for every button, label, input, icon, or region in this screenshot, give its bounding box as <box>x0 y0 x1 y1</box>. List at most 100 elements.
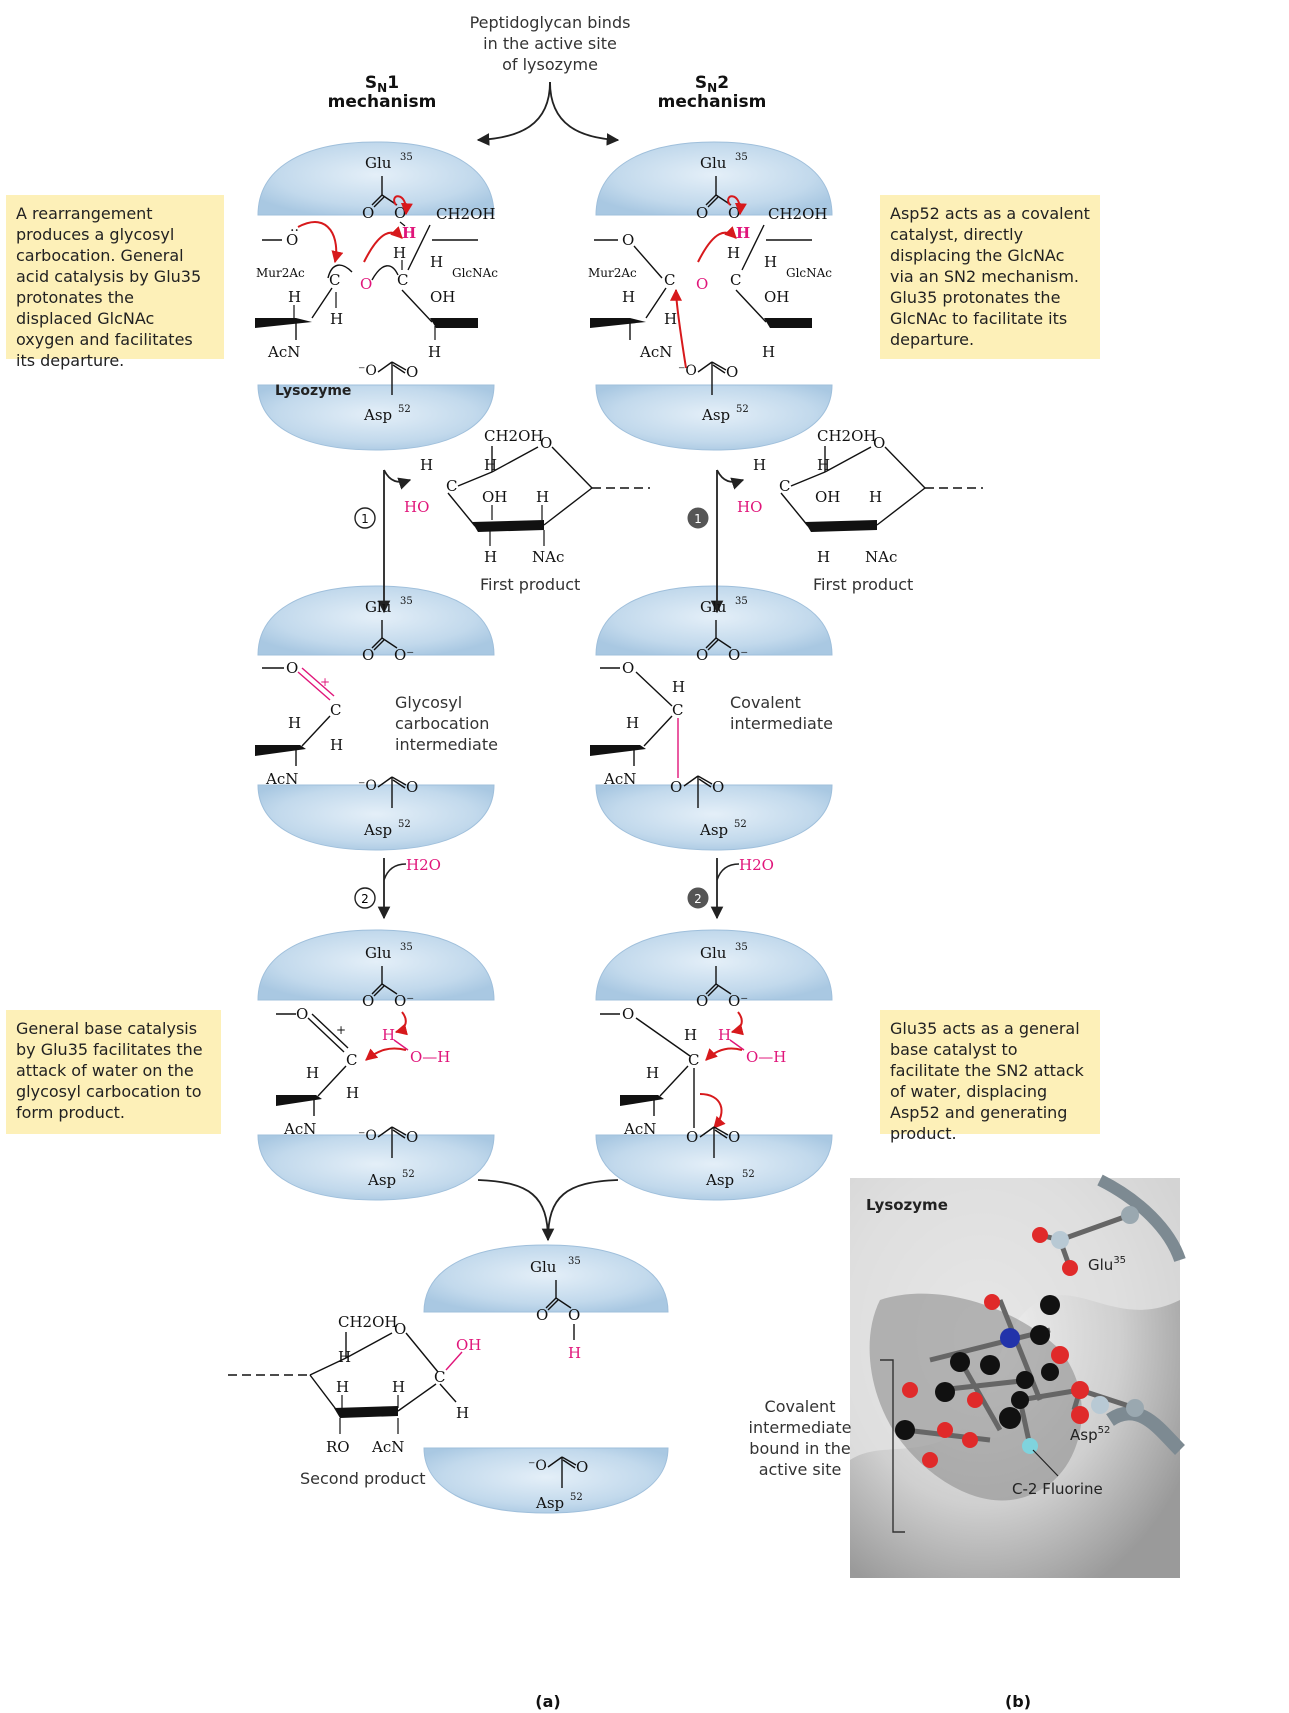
svg-text:O: O <box>360 275 372 293</box>
sn1-first-product: 1 CH2OH O H H C HO OH H H NAc First prod… <box>354 427 650 614</box>
svg-text:AcN: AcN <box>265 770 298 788</box>
panel-b-label: (b) <box>1005 1692 1031 1711</box>
svg-text:H: H <box>568 1344 581 1362</box>
svg-text:+: + <box>336 1023 346 1037</box>
svg-text:First product: First product <box>813 575 913 594</box>
svg-text:52: 52 <box>742 1169 755 1180</box>
svg-text:OH: OH <box>456 1336 481 1354</box>
lysozyme-label: Lysozyme <box>275 383 351 399</box>
svg-text:Asp: Asp <box>363 821 392 839</box>
svg-text:H: H <box>817 456 830 474</box>
intro-text: Peptidoglycan binds in the active site o… <box>470 13 631 74</box>
svg-text:intermediate: intermediate <box>730 714 833 733</box>
panel-b-asp: Asp52 <box>1070 1425 1110 1444</box>
svg-text:O: O <box>622 659 634 677</box>
svg-text:35: 35 <box>400 596 413 607</box>
svg-text:C: C <box>664 271 675 289</box>
svg-text:52: 52 <box>398 819 411 830</box>
svg-text:O—H: O—H <box>746 1048 786 1066</box>
svg-text:AcN: AcN <box>639 343 672 361</box>
panel-b-title: Lysozyme <box>866 1196 948 1214</box>
svg-text:Glycosyl: Glycosyl <box>395 693 462 712</box>
svg-text:52: 52 <box>736 404 749 415</box>
svg-text:H: H <box>428 343 441 361</box>
svg-text:..: .. <box>290 219 299 235</box>
svg-text:1: 1 <box>694 512 702 526</box>
svg-text:Asp: Asp <box>701 406 730 424</box>
svg-text:O: O <box>536 1306 548 1324</box>
svg-text:C: C <box>330 701 341 719</box>
svg-text:52: 52 <box>570 1492 583 1503</box>
svg-text:Asp: Asp <box>535 1494 564 1512</box>
svg-text:H: H <box>646 1064 659 1082</box>
svg-text:Glu: Glu <box>700 944 727 962</box>
sn2-bottom-note: Glu35 acts as a general base catalyst to… <box>880 1010 1100 1143</box>
svg-text:H2O: H2O <box>739 856 774 874</box>
svg-text:SN2: SN2 <box>695 73 729 95</box>
sn1-bottom-note: General base catalysis by Glu35 facilita… <box>6 1010 221 1134</box>
svg-text:H2O: H2O <box>406 856 441 874</box>
svg-text:First product: First product <box>480 575 580 594</box>
svg-text:O: O <box>362 646 374 664</box>
svg-text:O: O <box>296 1005 308 1023</box>
svg-text:of lysozyme: of lysozyme <box>502 55 598 74</box>
svg-text:SN1: SN1 <box>365 73 399 95</box>
svg-text:carbocation: carbocation <box>395 714 489 733</box>
svg-text:O: O <box>568 1306 580 1324</box>
svg-text:O: O <box>670 778 682 796</box>
svg-text:RO: RO <box>326 1438 350 1456</box>
svg-text:O—H: O—H <box>410 1048 450 1066</box>
svg-text:AcN: AcN <box>283 1120 316 1138</box>
svg-text:O: O <box>394 204 406 222</box>
svg-text:O: O <box>696 646 708 664</box>
panel-b-fluorine: C-2 Fluorine <box>1012 1480 1103 1498</box>
svg-text:OH: OH <box>815 488 840 506</box>
svg-text:C: C <box>672 701 683 719</box>
svg-text:⁻O: ⁻O <box>358 778 377 794</box>
svg-text:Asp: Asp <box>705 1171 734 1189</box>
svg-text:H: H <box>536 488 549 506</box>
svg-text:O: O <box>728 204 740 222</box>
svg-text:H: H <box>764 253 777 271</box>
svg-text:O: O <box>286 659 298 677</box>
svg-text:O: O <box>540 434 552 452</box>
panel-b-structure <box>850 1174 1186 1578</box>
svg-text:Glu: Glu <box>700 598 727 616</box>
svg-text:OH: OH <box>764 288 789 306</box>
svg-text:H: H <box>762 343 775 361</box>
svg-text:H: H <box>393 244 406 262</box>
svg-text:O: O <box>726 363 738 381</box>
svg-text:⁻O: ⁻O <box>678 363 697 379</box>
svg-text:AcN: AcN <box>371 1438 404 1456</box>
svg-text:O: O <box>686 1128 698 1146</box>
svg-text:NAc: NAc <box>532 548 564 566</box>
svg-text:H: H <box>484 456 497 474</box>
svg-text:Glu: Glu <box>365 944 392 962</box>
svg-text:2: 2 <box>361 892 369 906</box>
svg-text:C: C <box>688 1051 699 1069</box>
svg-text:intermediate: intermediate <box>749 1418 852 1437</box>
sn1-top-note: A rearrangement produces a glycosyl carb… <box>6 195 224 370</box>
svg-text:H: H <box>664 310 677 328</box>
panel-a-label: (a) <box>535 1692 560 1711</box>
svg-text:52: 52 <box>402 1169 415 1180</box>
svg-text:H: H <box>672 678 685 696</box>
svg-text:O: O <box>696 992 708 1010</box>
svg-text:Asp: Asp <box>367 1171 396 1189</box>
svg-text:H: H <box>346 1084 359 1102</box>
svg-text:O: O <box>362 992 374 1010</box>
svg-text:CH2OH: CH2OH <box>484 427 543 445</box>
svg-text:active site: active site <box>759 1460 842 1479</box>
second-product: CH2OH O H C OH H H H RO AcN Second produ… <box>228 1313 481 1488</box>
svg-text:H: H <box>626 714 639 732</box>
merge-arrow-right <box>547 1179 619 1241</box>
svg-text:H: H <box>869 488 882 506</box>
